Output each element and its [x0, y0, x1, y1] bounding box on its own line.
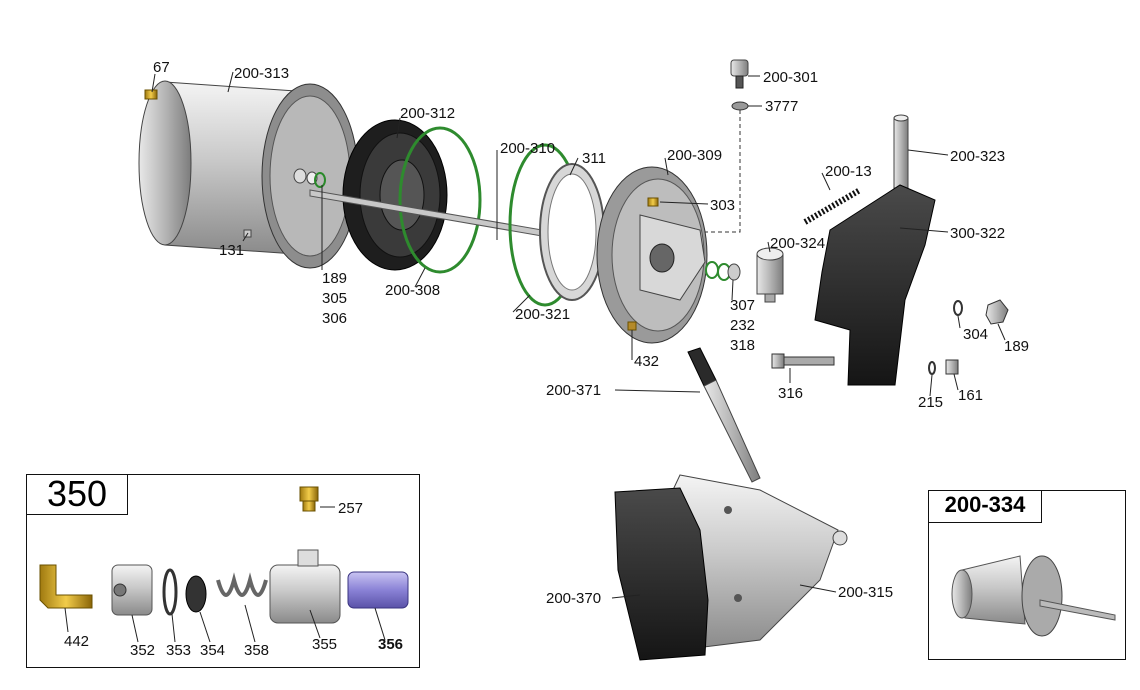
assembly-dashed-line [705, 110, 741, 233]
label-316: 316 [778, 385, 804, 402]
nut-189 [985, 299, 1009, 325]
fitting-200-301 [730, 59, 749, 89]
seal-ring-inner [547, 173, 597, 291]
label-161: 161 [958, 387, 984, 404]
o-ring-200-308 [398, 126, 482, 274]
lever-arm-300-322 [814, 184, 936, 386]
bolt-316 [771, 353, 835, 369]
label-67: 67 [153, 59, 170, 76]
washer-3777 [731, 101, 749, 111]
label-355: 355 [312, 636, 338, 653]
label-442: 442 [64, 633, 90, 650]
label-307: 307 [730, 297, 756, 314]
spring-200-13 [803, 187, 862, 225]
washer-215 [928, 361, 936, 375]
label-353: 353 [166, 642, 192, 659]
label-311: 311 [582, 150, 606, 167]
piston-200-312 [342, 119, 448, 271]
inset-200-334-parts [951, 555, 1116, 637]
label-200-315: 200-315 [838, 584, 894, 601]
label-232: 232 [730, 317, 756, 334]
label-189-a: 189 [322, 270, 348, 287]
inset-350-frame [26, 474, 420, 668]
label-200-313: 200-313 [234, 65, 290, 82]
inset-350-title: 350 [26, 474, 128, 515]
washer-304 [953, 300, 963, 316]
label-200-308: 200-308 [385, 282, 441, 299]
label-200-324: 200-324 [770, 235, 826, 252]
label-356: 356 [378, 636, 404, 653]
inset-200-334-title: 200-334 [928, 490, 1042, 523]
label-200-370: 200-370 [546, 590, 602, 607]
label-200-312: 200-312 [400, 105, 456, 122]
pin-200-324 [756, 247, 784, 303]
label-352: 352 [130, 642, 156, 659]
handle-200-371 [687, 347, 761, 483]
label-358: 358 [244, 642, 270, 659]
washer-318 [727, 263, 741, 281]
label-432: 432 [634, 353, 660, 370]
label-200-301: 200-301 [763, 69, 819, 86]
leader-lines [151, 71, 1006, 599]
label-304: 304 [963, 326, 989, 343]
label-306: 306 [322, 310, 348, 327]
inset-350-parts [39, 486, 409, 643]
label-200-371: 200-371 [546, 382, 602, 399]
label-305: 305 [322, 290, 348, 307]
o-ring-307 [705, 261, 719, 279]
pin-200-323 [893, 114, 909, 189]
cylinder-200-313 [138, 80, 359, 269]
label-354: 354 [200, 642, 226, 659]
label-200-309: 200-309 [667, 147, 723, 164]
label-131: 131 [219, 242, 245, 259]
pedal-assembly [614, 474, 848, 661]
label-200-321: 200-321 [515, 306, 571, 323]
label-3777: 3777 [765, 98, 799, 115]
label-215: 215 [918, 394, 944, 411]
label-257: 257 [338, 500, 364, 517]
end-cap-200-309 [596, 166, 708, 344]
label-200-323: 200-323 [950, 148, 1006, 165]
label-303: 303 [710, 197, 736, 214]
nut-161 [945, 359, 959, 375]
label-200-13: 200-13 [825, 163, 872, 180]
label-200-310: 200-310 [500, 140, 556, 157]
label-189-b: 189 [1004, 338, 1030, 355]
label-300-322: 300-322 [950, 225, 1006, 242]
label-318: 318 [730, 337, 756, 354]
